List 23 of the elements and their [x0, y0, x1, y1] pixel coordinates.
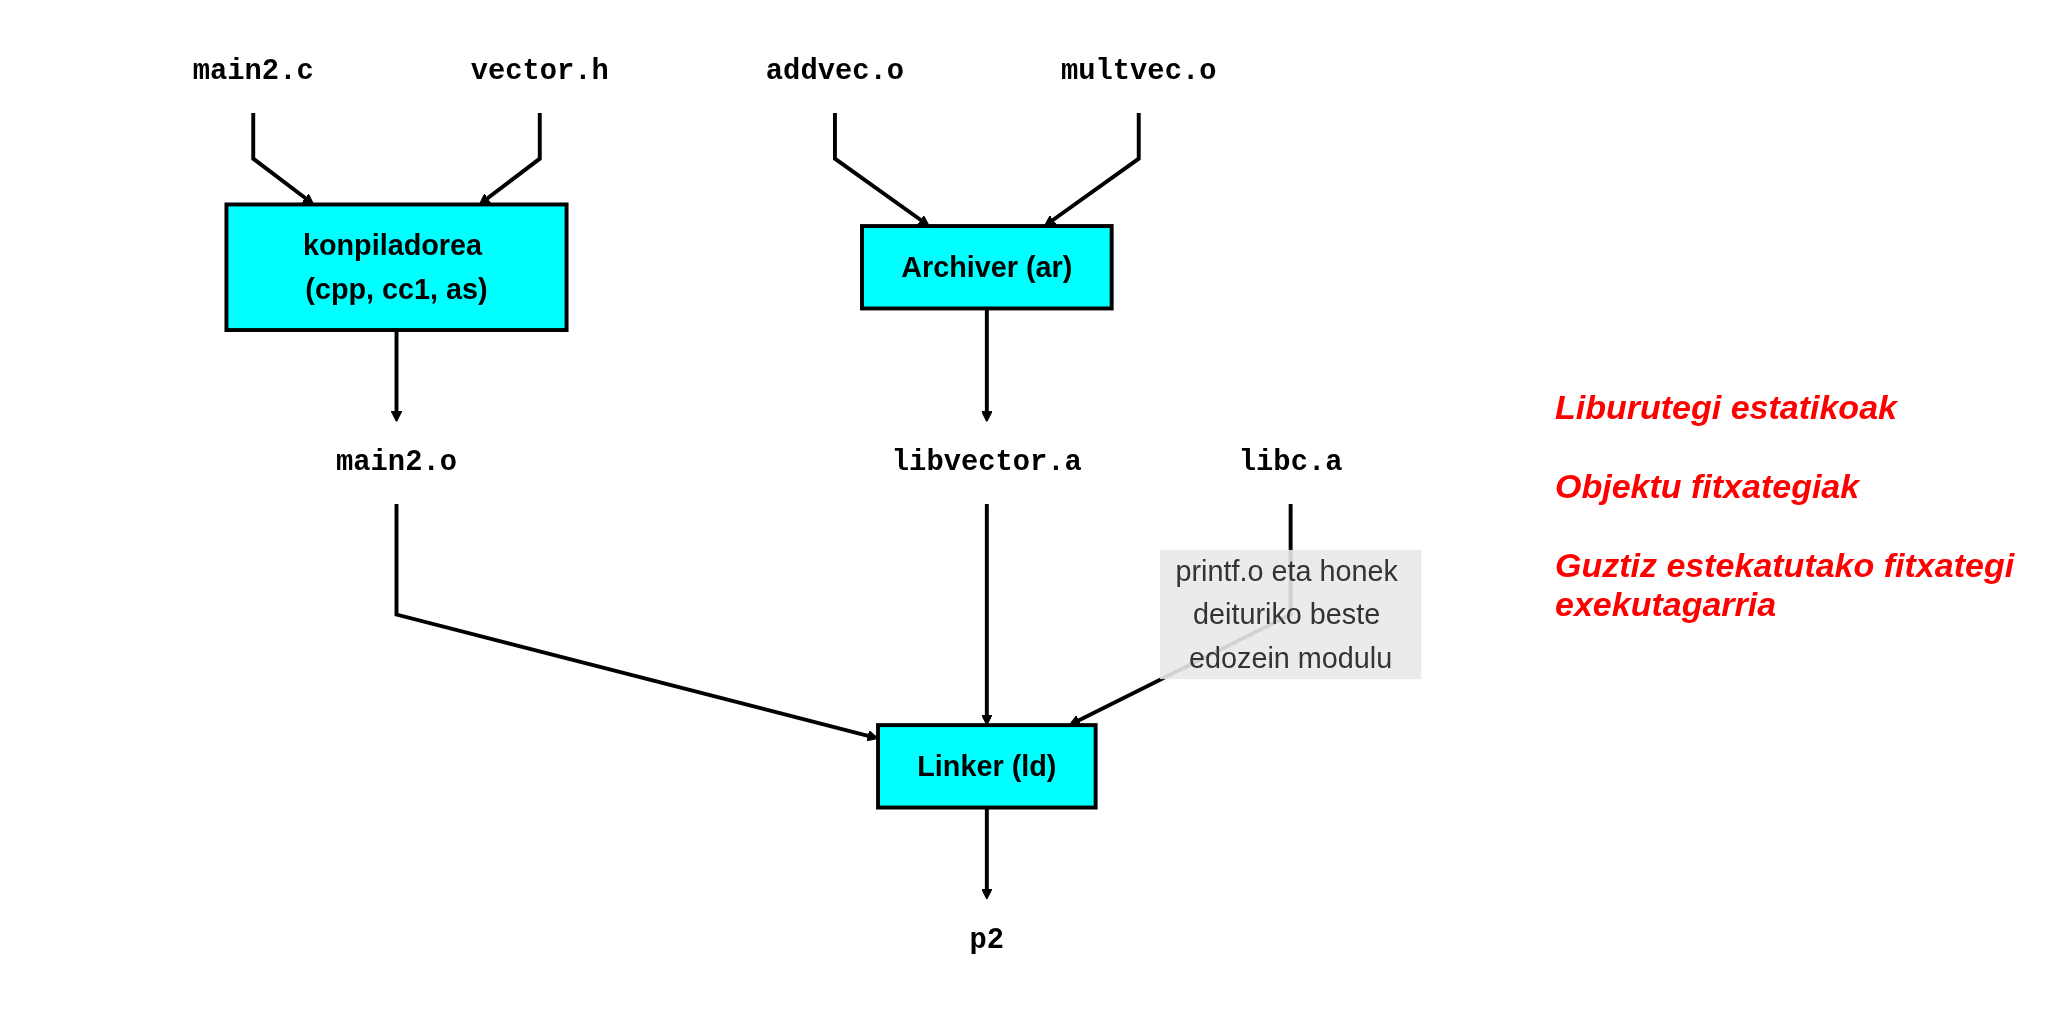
node-text: p2 [969, 923, 1005, 957]
arrow [981, 504, 993, 726]
arrow [1043, 112, 1141, 227]
node-text: addvec.o [765, 55, 905, 89]
arrow [390, 330, 403, 423]
node-box: Archiver (ar) [860, 224, 1114, 311]
node-text: main2.c [192, 55, 314, 89]
arrow [981, 308, 993, 423]
arrow [981, 807, 993, 900]
note-text: Guztiz estekatutako fitxategi exekutagarria [1555, 546, 2016, 624]
note-text: Liburutegi estatikoak [1555, 388, 1899, 427]
note-text: Objektu fitxategiak [1555, 467, 1861, 506]
node-text: vector.h [470, 55, 609, 89]
arrow [832, 112, 930, 227]
arrow [251, 112, 315, 205]
node-box: Linker (ld) [876, 723, 1098, 810]
node-text: libc.a [1238, 446, 1343, 480]
node-text: multvec.o [1061, 55, 1217, 89]
node-text: libvector.a [891, 446, 1082, 480]
node-text: main2.o [336, 446, 457, 480]
edge-label: printf.o eta honek deituriko beste edozein modulu [1175, 555, 1398, 675]
arrow [478, 112, 542, 205]
node-box: konpiladorea (cpp, cc1, as) [224, 202, 569, 332]
